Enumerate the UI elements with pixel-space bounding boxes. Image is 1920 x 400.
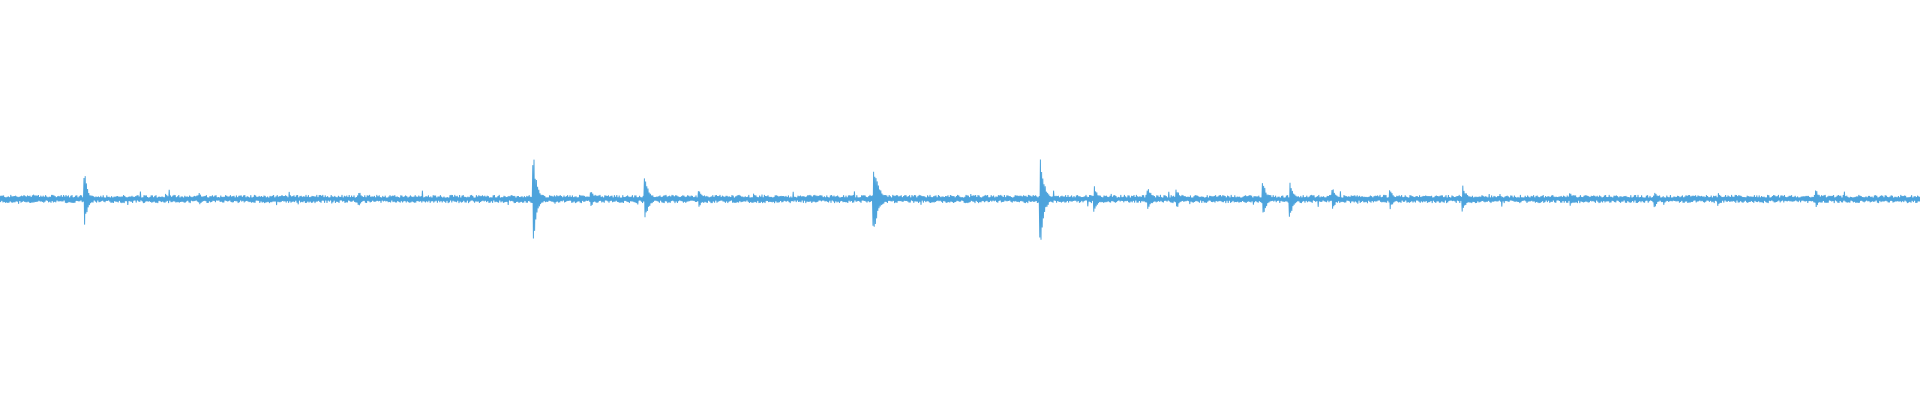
waveform-trace <box>0 159 1920 240</box>
